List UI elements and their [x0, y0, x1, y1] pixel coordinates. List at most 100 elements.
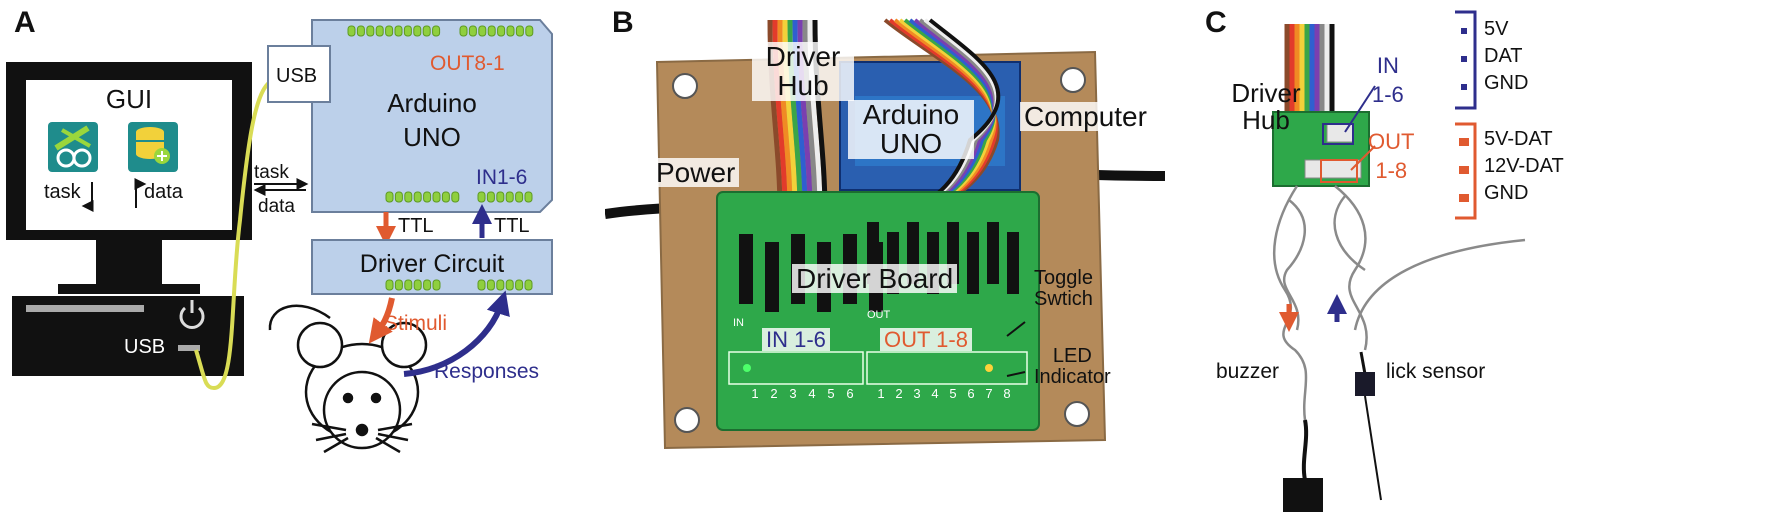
ttl-out-label: TTL [398, 215, 434, 237]
out-label: OUT8-1 [430, 52, 505, 75]
header-pin [496, 191, 505, 203]
usb-port [267, 45, 331, 103]
header-pin [423, 191, 432, 203]
header-pin [477, 279, 486, 291]
c-in-pin-list: 5V DAT GND [1484, 16, 1528, 97]
header-pin [505, 191, 514, 203]
arduino-name-2: UNO [403, 122, 461, 152]
mosfet-component [1007, 232, 1019, 294]
mosfet-component [987, 222, 999, 284]
out-connector-diagram [1455, 122, 1477, 220]
mouse-icon [268, 304, 428, 454]
c-out-pin-list: 5V-DAT 12V-DAT GND [1484, 126, 1564, 207]
in-pin-number: 2 [770, 386, 777, 401]
in-pin-number: 1 [751, 386, 758, 401]
c-lick-sensor-label: lick sensor [1386, 360, 1486, 383]
c-out-1: OUT [1368, 129, 1415, 154]
out-pin-number: 4 [931, 386, 938, 401]
header-pin [486, 191, 495, 203]
out-pin-number: 8 [1003, 386, 1010, 401]
c-out-2: 1-8 [1375, 157, 1408, 183]
b-driver-hub-2: Hub [777, 70, 829, 102]
header-pin [394, 25, 403, 37]
c-in-2: 1-6 [1372, 81, 1404, 107]
panel-c-photo [1272, 10, 1526, 512]
in-pin-number: 4 [808, 386, 815, 401]
panel-letter-a: A [14, 6, 36, 39]
driver-circuit-headers [385, 279, 533, 291]
header-pin [404, 279, 413, 291]
out-pin-number: 3 [913, 386, 920, 401]
c-out-pin: GND [1484, 182, 1529, 204]
header-pin [478, 25, 487, 37]
gui-label: GUI [106, 84, 152, 114]
out-pin-number: 2 [895, 386, 902, 401]
in-pin-number: 6 [846, 386, 853, 401]
b-out-label: OUT 1-8 [880, 328, 972, 351]
out-pin-number: 1 [877, 386, 884, 401]
header-pin [375, 25, 384, 37]
header-pin [496, 279, 505, 291]
header-pin [515, 25, 524, 37]
header-pin [525, 25, 534, 37]
c-in-pin: GND [1484, 72, 1529, 94]
header-pin [404, 191, 413, 203]
b-toggle-switch-label: Toggle Swtich [1030, 268, 1097, 310]
header-pin [385, 279, 394, 291]
c-in-label: IN 1-6 [1372, 52, 1404, 109]
arduino-bottom-headers [385, 191, 533, 203]
stimuli-label: Stimuli [384, 312, 447, 335]
header-pin [432, 191, 441, 203]
driver-circuit-label: Driver Circuit [360, 250, 505, 278]
buzzer-device [1283, 478, 1323, 512]
responses-label: Responses [434, 360, 539, 383]
c-out-label: OUT 1-8 [1368, 128, 1414, 185]
c-in-1: IN [1376, 53, 1399, 78]
header-pin [394, 191, 403, 203]
sensor-cables [1272, 185, 1526, 421]
panel-a-diagram: GUI task data USB USB OUT8-1 Arduino UNO… [6, 19, 553, 454]
arduino-top-headers [347, 25, 534, 37]
b-power-label: Power [652, 158, 740, 187]
arduino-task-icon [48, 122, 98, 172]
header-pin [515, 191, 524, 203]
usb-cable [194, 78, 277, 391]
mosfet-component [765, 242, 779, 312]
data-label: data [144, 181, 184, 203]
header-pin [413, 25, 422, 37]
header-pin [394, 279, 403, 291]
b-driver-hub-label: Driver Hub [752, 42, 854, 101]
ttl-in-label: TTL [494, 215, 530, 237]
c-buzzer-label: buzzer [1216, 360, 1280, 383]
b-computer-label: Computer [1020, 102, 1151, 131]
ribbon-cable-c [1284, 24, 1335, 114]
header-pin [413, 279, 422, 291]
b-arduino-label: Arduino UNO [848, 100, 974, 159]
header-pin [423, 279, 432, 291]
usb-arduino-label: USB [276, 65, 317, 87]
lick-sensor-device [1355, 372, 1375, 396]
header-pin [347, 25, 356, 37]
arrow-data-label: data [258, 196, 295, 217]
b-arduino-2: UNO [879, 128, 943, 160]
header-pin [413, 191, 422, 203]
header-pin [356, 25, 365, 37]
in-pin-number: 3 [789, 386, 796, 401]
header-pin [432, 279, 441, 291]
mosfet-component [967, 232, 979, 294]
c-out-pin: 12V-DAT [1484, 155, 1564, 177]
b-led-2: Indicator [1034, 366, 1111, 388]
in-pin-number: 5 [827, 386, 834, 401]
mosfet-component [739, 234, 753, 304]
header-pin [497, 25, 506, 37]
header-pin [524, 279, 533, 291]
header-pin [422, 25, 431, 37]
header-pin [385, 25, 394, 37]
header-pin [524, 191, 533, 203]
board-in-print: IN [733, 317, 744, 329]
b-in-label: IN 1-6 [762, 328, 830, 351]
in-connector-diagram [1455, 10, 1477, 110]
header-pin [477, 191, 486, 203]
